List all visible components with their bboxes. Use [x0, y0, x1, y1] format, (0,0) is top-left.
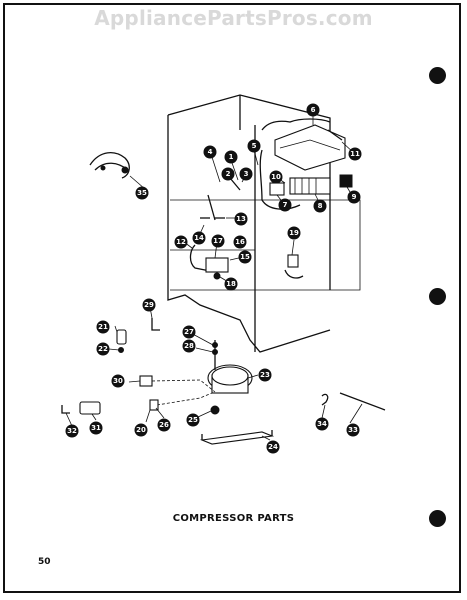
relay-cover — [61, 401, 101, 415]
svg-text:5: 5 — [252, 142, 257, 150]
svg-text:23: 23 — [260, 371, 270, 379]
callout-19: 19 — [287, 226, 301, 240]
svg-text:14: 14 — [194, 234, 204, 242]
callout-22: 22 — [96, 342, 110, 356]
svg-text:19: 19 — [289, 229, 299, 237]
ice-maker-assembly — [269, 174, 353, 196]
callout-18: 18 — [224, 277, 238, 291]
svg-text:33: 33 — [348, 426, 358, 434]
callout-2: 2 — [221, 167, 235, 181]
bracket — [151, 318, 160, 331]
compressor-base-plate — [199, 430, 275, 445]
callout-7: 7 — [278, 198, 292, 212]
callout-13: 13 — [234, 212, 248, 226]
svg-text:11: 11 — [350, 150, 360, 158]
svg-text:10: 10 — [271, 173, 281, 181]
callout-3: 3 — [239, 167, 253, 181]
ice-bin — [274, 124, 346, 171]
svg-text:30: 30 — [113, 377, 123, 385]
wire-harness — [89, 152, 130, 179]
ice-maker-outline — [261, 118, 331, 131]
callout-35: 35 — [135, 186, 149, 200]
svg-text:32: 32 — [67, 427, 77, 435]
control-sensor — [284, 254, 304, 279]
svg-text:24: 24 — [268, 443, 278, 451]
svg-text:26: 26 — [159, 421, 169, 429]
callout-4: 4 — [203, 145, 217, 159]
callout-15: 15 — [238, 250, 252, 264]
callout-21: 21 — [96, 320, 110, 334]
callout-33: 33 — [346, 423, 360, 437]
page-border — [3, 3, 461, 593]
callout-25: 25 — [186, 413, 200, 427]
svg-text:16: 16 — [235, 238, 245, 246]
callout-31: 31 — [89, 421, 103, 435]
svg-text:29: 29 — [144, 301, 154, 309]
cabinet-outline — [167, 94, 361, 353]
svg-text:6: 6 — [311, 106, 316, 114]
water-valve-assembly — [189, 171, 241, 280]
callout-28: 28 — [182, 339, 196, 353]
watermark-logo: AppliancePartsPros.com — [94, 6, 373, 30]
callout-9: 9 — [347, 190, 361, 204]
svg-text:31: 31 — [91, 424, 101, 432]
callout-32: 32 — [65, 424, 79, 438]
callout-6: 6 — [306, 103, 320, 117]
callout-1: 1 — [224, 150, 238, 164]
svg-text:4: 4 — [208, 148, 213, 156]
svg-text:25: 25 — [188, 416, 198, 424]
svg-text:1: 1 — [229, 153, 234, 161]
wire-clip — [321, 393, 329, 406]
svg-text:20: 20 — [136, 426, 146, 434]
callout-20: 20 — [134, 423, 148, 437]
binder-hole-icon — [429, 67, 446, 84]
callout-26: 26 — [157, 418, 171, 432]
svg-text:8: 8 — [318, 202, 323, 210]
callout-30: 30 — [111, 374, 125, 388]
svg-text:21: 21 — [98, 323, 108, 331]
svg-text:2: 2 — [226, 170, 231, 178]
svg-text:28: 28 — [184, 342, 194, 350]
callout-27: 27 — [182, 325, 196, 339]
callout-17: 17 — [211, 234, 225, 248]
capacitor — [116, 329, 127, 353]
callout-29: 29 — [142, 298, 156, 312]
callout-12: 12 — [174, 235, 188, 249]
callout-11: 11 — [348, 147, 362, 161]
relay-overload — [139, 375, 216, 411]
callout-10: 10 — [269, 170, 283, 184]
svg-text:9: 9 — [352, 193, 357, 201]
svg-text:27: 27 — [184, 328, 194, 336]
cable-tie — [339, 392, 386, 411]
svg-text:17: 17 — [213, 237, 223, 245]
callout-8: 8 — [313, 199, 327, 213]
callout-5: 5 — [247, 139, 261, 153]
svg-text:7: 7 — [283, 201, 288, 209]
callout-23: 23 — [258, 368, 272, 382]
svg-text:12: 12 — [176, 238, 186, 246]
svg-text:3: 3 — [244, 170, 249, 178]
svg-text:15: 15 — [240, 253, 250, 261]
diagram-caption: COMPRESSOR PARTS — [172, 513, 295, 524]
page-number: 50 — [38, 557, 51, 567]
binder-hole-icon — [429, 288, 446, 305]
svg-text:35: 35 — [137, 189, 147, 197]
compressor — [207, 340, 253, 415]
callout-16: 16 — [233, 235, 247, 249]
svg-text:13: 13 — [236, 215, 246, 223]
callout-34: 34 — [315, 417, 329, 431]
svg-text:18: 18 — [226, 280, 236, 288]
callout-24: 24 — [266, 440, 280, 454]
svg-text:34: 34 — [317, 420, 327, 428]
svg-text:22: 22 — [98, 345, 108, 353]
callout-14: 14 — [192, 231, 206, 245]
binder-hole-icon — [429, 510, 446, 527]
